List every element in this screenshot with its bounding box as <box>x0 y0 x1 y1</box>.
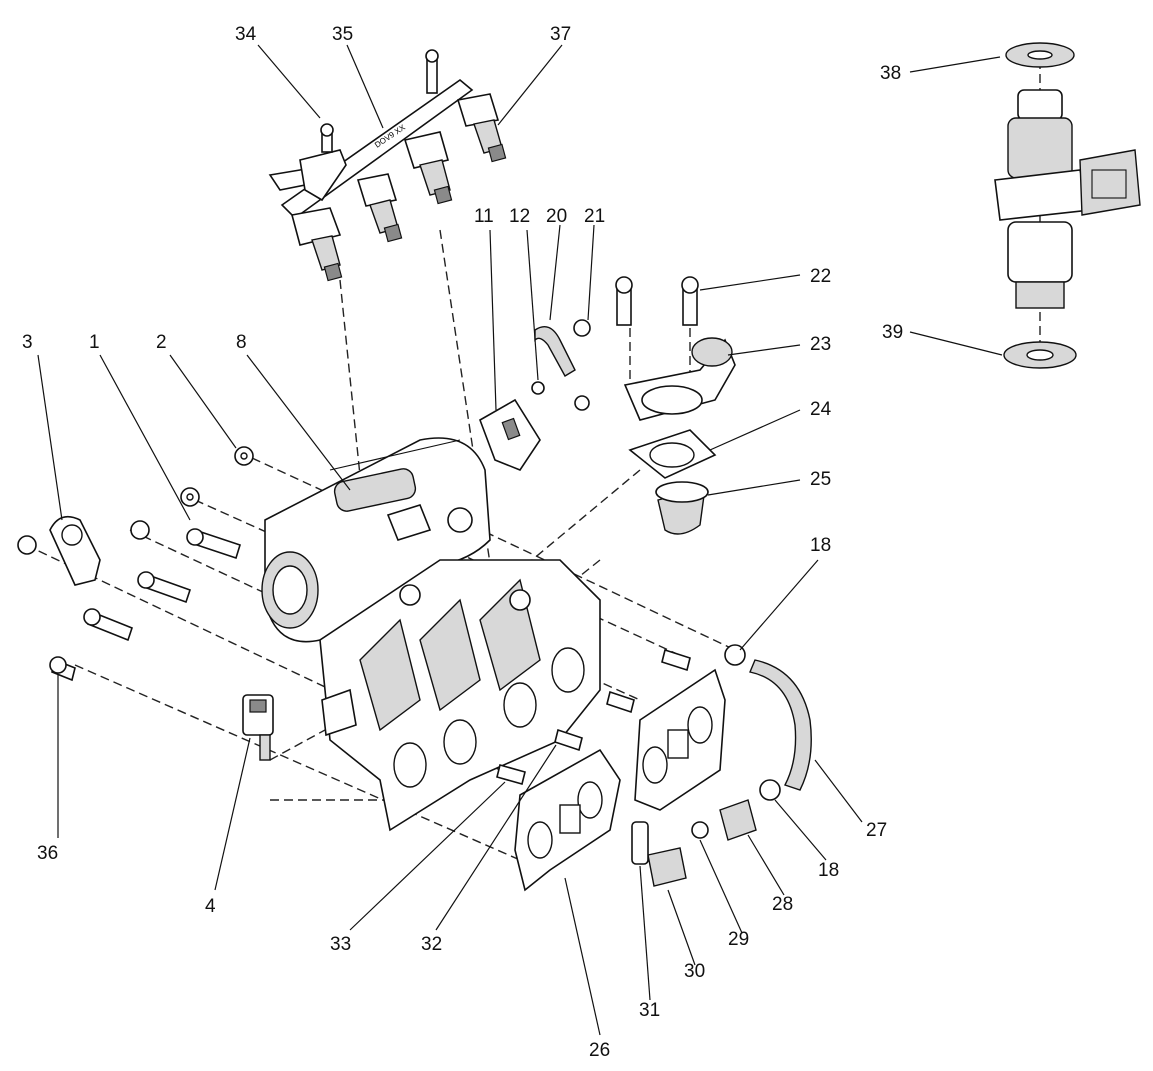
sensor-4 <box>242 694 274 761</box>
label-12: 12 <box>509 206 530 227</box>
label-24: 24 <box>810 399 832 420</box>
label-28: 28 <box>772 894 793 915</box>
label-25: 25 <box>810 469 831 490</box>
label-3: 3 <box>22 332 33 353</box>
injector-detail <box>994 42 1141 369</box>
label-32: 32 <box>421 934 442 955</box>
label-26: 26 <box>589 1040 610 1061</box>
coolant-hose-27 <box>724 644 812 801</box>
label-29: 29 <box>728 929 749 950</box>
label-11: 11 <box>474 206 494 227</box>
label-23: 23 <box>810 334 831 355</box>
label-21: 21 <box>584 206 605 227</box>
leader-lines <box>37 44 1003 1036</box>
map-sensor <box>479 381 545 471</box>
label-27: 27 <box>866 820 887 841</box>
fasteners <box>17 446 691 785</box>
fuel-rail-assembly: DOV9 XX <box>268 49 507 282</box>
label-31: 31 <box>639 1000 660 1021</box>
gasket-26 <box>514 748 621 892</box>
label-20: 20 <box>546 206 567 227</box>
label-34: 34 <box>235 24 257 45</box>
gasket-upper <box>634 668 726 811</box>
fuel-injector-1 <box>291 207 343 282</box>
label-1: 1 <box>89 332 100 353</box>
label-38: 38 <box>880 63 901 84</box>
label-4: 4 <box>205 896 216 917</box>
label-33: 33 <box>330 934 351 955</box>
fuel-injector-4 <box>456 93 507 163</box>
fuel-injector-2 <box>356 173 403 243</box>
label-18-upper: 18 <box>810 535 831 556</box>
fuel-injector-3 <box>403 131 453 205</box>
label-18-lower: 18 <box>818 860 839 881</box>
intake-manifold <box>261 437 601 832</box>
label-37: 37 <box>550 24 571 45</box>
label-22: 22 <box>810 266 831 287</box>
label-36: 36 <box>37 843 58 864</box>
label-8: 8 <box>236 332 247 353</box>
bolt-1 <box>130 520 241 560</box>
label-30: 30 <box>684 961 705 982</box>
label-35: 35 <box>332 24 353 45</box>
hose-20 <box>534 319 591 411</box>
label-2: 2 <box>156 332 167 353</box>
label-39: 39 <box>882 322 903 343</box>
fittings <box>631 799 757 887</box>
part-labels: 3 1 2 8 4 36 11 12 20 21 22 23 24 25 18 … <box>22 24 903 1061</box>
thermostat-housing <box>615 276 736 535</box>
